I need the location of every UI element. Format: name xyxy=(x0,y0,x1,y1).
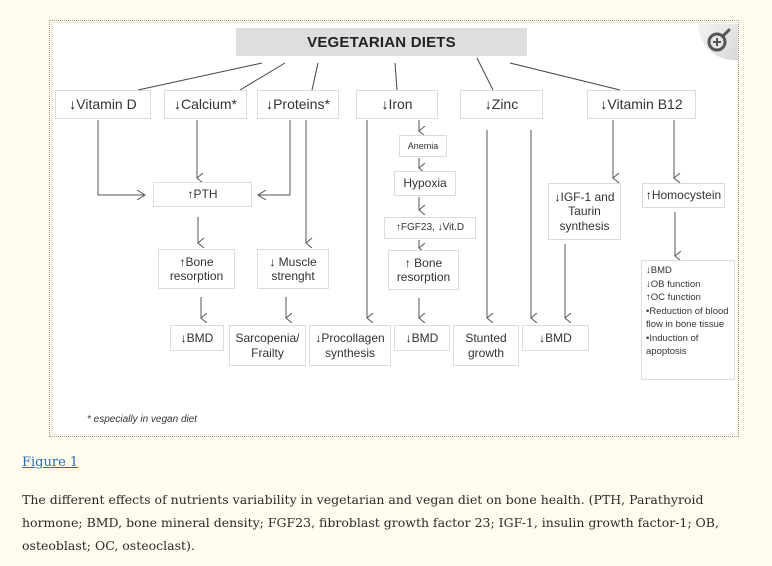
down-arrow-icon: ↓ xyxy=(554,189,561,204)
effect-item: ↑OC function xyxy=(646,292,701,303)
connector-title-calcium xyxy=(239,62,286,91)
down-arrow-icon: ↓ xyxy=(484,96,492,113)
down-arrow-icon: ↓ xyxy=(180,330,187,345)
node-anemia: Anemia xyxy=(399,135,447,157)
node-iron: ↓Iron xyxy=(356,90,438,119)
down-arrow-icon: ↓ xyxy=(269,254,276,269)
arrow-vitd-pth xyxy=(97,120,145,195)
down-arrow-icon: ↓ xyxy=(646,278,651,290)
down-arrow-icon: ↓ xyxy=(266,96,274,113)
up-arrow-icon: ↑ xyxy=(187,187,194,202)
node-bmd-pth: ↓BMD xyxy=(170,325,224,351)
down-arrow-icon: ↓ xyxy=(315,331,322,346)
diagram-title: VEGETARIAN DIETS xyxy=(236,28,527,56)
figure-caption: The different effects of nutrients varia… xyxy=(22,492,719,553)
down-arrow-icon: ↓ xyxy=(69,96,77,113)
effect-item: ↓BMD xyxy=(646,265,672,276)
down-arrow-icon: ↓ xyxy=(600,96,608,113)
down-arrow-icon: ↓ xyxy=(539,330,546,345)
connector-title-iron xyxy=(394,62,398,91)
node-bone-resorption-iron: ↑ Bone resorption xyxy=(388,250,459,290)
node-vitamin-d: ↓Vitamin D xyxy=(55,90,151,119)
zoom-in-icon xyxy=(707,28,731,52)
effect-item: ↓OB function xyxy=(646,278,701,290)
node-b12-effects: ↓BMD ↓OB function ↑OC function •Reductio… xyxy=(641,260,735,380)
figure-link[interactable]: Figure 1 xyxy=(22,455,79,470)
up-arrow-icon: ↑ xyxy=(645,188,652,203)
connector-title-b12 xyxy=(509,62,621,91)
node-sarcopenia-frailty: Sarcopenia/ Frailty xyxy=(229,325,306,366)
zoom-button[interactable] xyxy=(698,24,738,60)
connector-title-vitd xyxy=(137,62,263,91)
node-bmd-iron: ↓ BMD xyxy=(394,325,450,351)
down-arrow-icon: ↓ xyxy=(381,96,389,113)
node-calcium: ↓Calcium* xyxy=(164,90,247,119)
node-pth: ↑ PTH xyxy=(153,182,252,207)
down-arrow-icon: ↓ xyxy=(173,96,181,113)
node-stunted-growth: Stunted growth xyxy=(453,325,519,366)
down-arrow-icon: ↓ xyxy=(437,222,443,233)
up-arrow-icon: ↑ xyxy=(179,254,186,269)
connector-title-zinc xyxy=(476,57,494,91)
effect-item: •Induction of apoptosis xyxy=(646,332,699,358)
arrow-proteins-pth xyxy=(258,120,291,195)
footnote: * especially in vegan diet xyxy=(87,414,198,425)
node-homocystein: ↑Homocystein xyxy=(642,183,725,208)
effect-item: •Reduction of blood flow in bone tissue xyxy=(646,305,729,331)
down-arrow-icon: ↓ xyxy=(405,330,412,345)
node-procollagen: ↓Procollagen synthesis xyxy=(309,325,391,366)
node-hypoxia: Hypoxia xyxy=(394,171,456,196)
down-arrow-icon: ↓ xyxy=(646,265,651,276)
node-igf1-taurin: ↓IGF-1 and Taurin synthesis xyxy=(548,183,621,240)
node-proteins: ↓Proteins* xyxy=(257,90,339,119)
node-vitamin-b12: ↓Vitamin B12 xyxy=(587,90,696,119)
node-bone-resorption-pth: ↑Bone resorption xyxy=(158,249,235,289)
node-zinc: ↓ Zinc xyxy=(460,90,543,119)
node-muscle-strength: ↓ Muscle strenght xyxy=(257,249,329,289)
node-fgf23-vitd: ↑FGF23, ↓Vit.D xyxy=(384,217,476,239)
up-arrow-icon: ↑ xyxy=(395,222,401,233)
connector-title-proteins xyxy=(311,62,319,91)
node-bmd-zinc: ↓ BMD xyxy=(522,325,589,351)
up-arrow-icon: ↑ xyxy=(646,292,651,303)
up-arrow-icon: ↑ xyxy=(404,255,411,270)
